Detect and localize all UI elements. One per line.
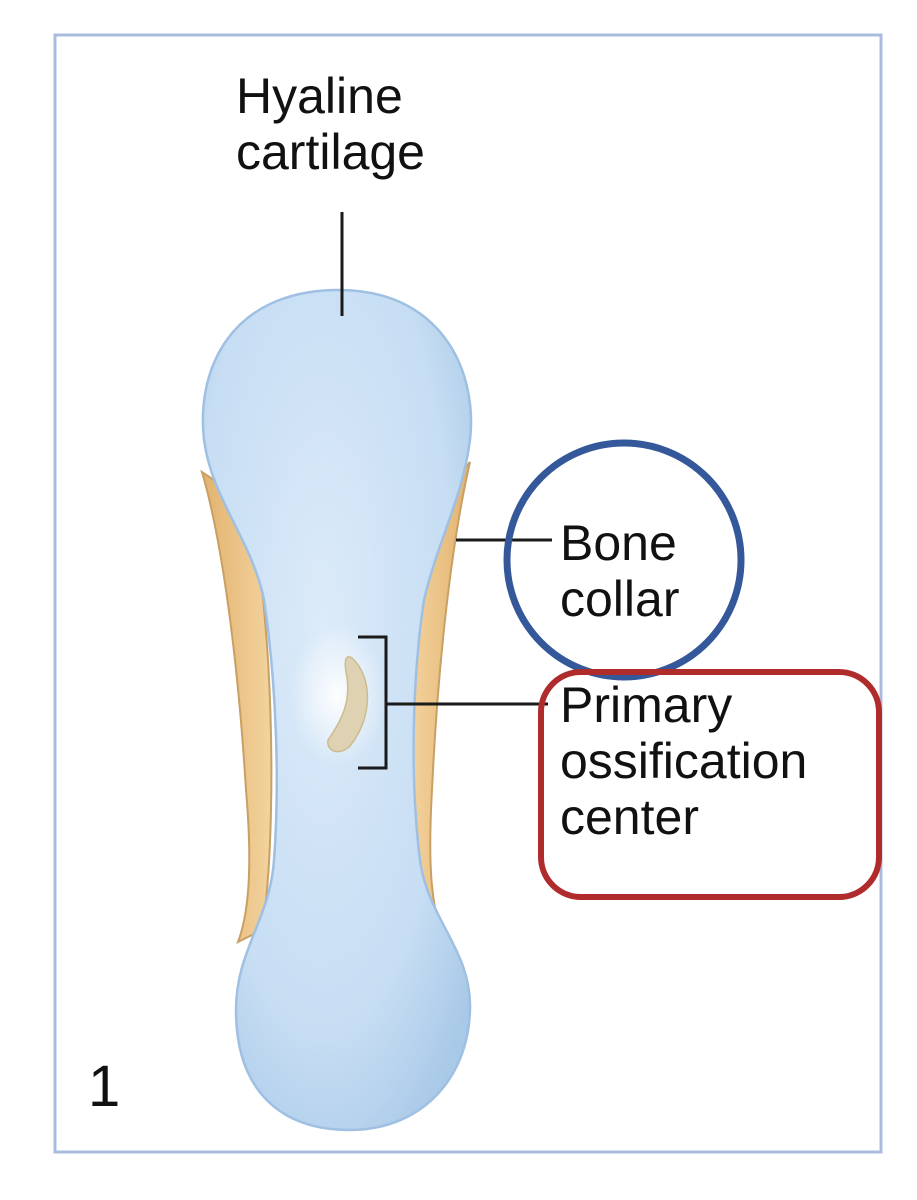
bone-collar-label: Bone collar — [560, 515, 680, 627]
stage-number-label: 1 — [88, 1054, 121, 1119]
primary-ossification-spot — [327, 656, 369, 753]
bone-collar-highlight-circle — [503, 439, 745, 681]
hyaline-cartilage-label: Hyaline cartilage — [236, 68, 425, 180]
ossification-glow — [290, 623, 386, 767]
figure-frame — [53, 33, 883, 1154]
primary-ossification-highlight-box — [538, 669, 882, 900]
primary-ossification-center-label: Primary ossification center — [560, 677, 808, 845]
